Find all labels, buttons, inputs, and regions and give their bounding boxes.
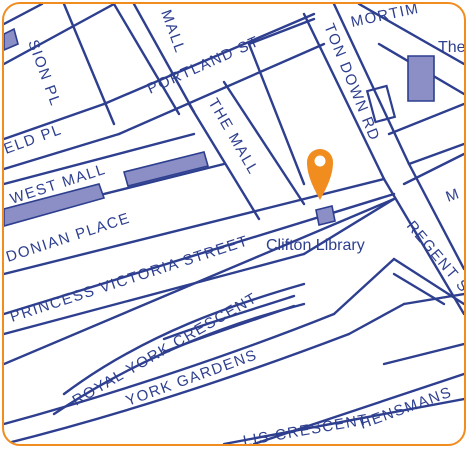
street-label-m-fragment: M	[444, 185, 463, 206]
street-label-mall-top: MALL	[157, 8, 188, 56]
road-network	[4, 4, 464, 444]
map-pin-hole	[314, 155, 326, 167]
building-outline-clifton	[365, 84, 397, 124]
building-west-mall-left	[4, 183, 106, 227]
street-labels: MORTIM PORTLAND ST MALL SION PL ELD PL T…	[4, 4, 464, 444]
building-west-mall-right	[123, 151, 209, 187]
street-label-portland-st: PORTLAND ST	[145, 33, 263, 98]
map-frame: MORTIM PORTLAND ST MALL SION PL ELD PL T…	[2, 2, 466, 446]
building-sion	[4, 27, 19, 51]
map-pin-icon[interactable]	[307, 149, 333, 200]
street-label-hensmans: HENSMANS	[358, 384, 455, 433]
street-label-mortimer: MORTIM	[349, 4, 421, 31]
street-label-sion-pl: SION PL	[24, 38, 64, 109]
building-top-right	[407, 55, 435, 102]
street-label-lis-crescent: LIS CRESCENT	[242, 411, 370, 444]
street-map[interactable]: MORTIM PORTLAND ST MALL SION PL ELD PL T…	[4, 4, 464, 444]
library-label: Clifton Library	[266, 237, 365, 254]
library-marker[interactable]: Clifton Library	[266, 149, 365, 254]
buildings	[4, 27, 435, 227]
building-library	[315, 205, 336, 226]
poi-label-the: The	[438, 39, 464, 56]
